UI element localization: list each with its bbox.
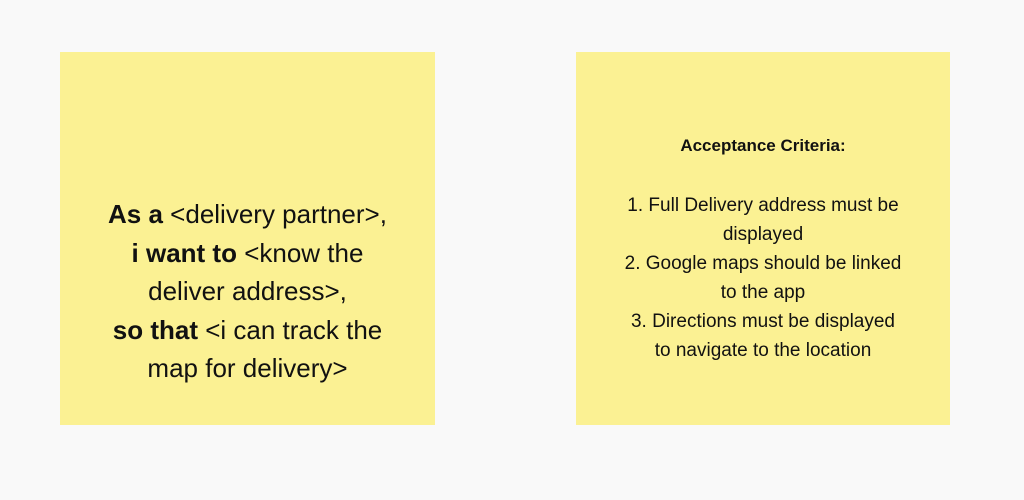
criterion-line: to navigate to the location [654, 340, 872, 361]
benefit-keyword: so that [112, 314, 198, 345]
acceptance-criteria-title: Acceptance Criteria: [680, 136, 846, 155]
criterion-line: 1. Full Delivery address must be [627, 195, 899, 216]
want-value-cont: deliver address>, [148, 276, 347, 306]
criterion-line: 2. Google maps should be linked [624, 253, 902, 274]
user-story-sticky-note: As a <delivery partner>, i want to <know… [60, 52, 435, 425]
benefit-value-cont: map for delivery> [147, 353, 348, 383]
criterion-line: displayed [722, 224, 804, 245]
acceptance-criteria-list: 1. Full Delivery address must be display… [576, 191, 950, 365]
criterion-line: to the app [720, 282, 806, 303]
user-story-text: As a <delivery partner>, i want to <know… [60, 195, 435, 388]
criterion-line: 3. Directions must be displayed [630, 311, 895, 332]
want-keyword: i want to [131, 237, 237, 268]
acceptance-criteria-sticky-note: Acceptance Criteria: 1. Full Delivery ad… [576, 52, 950, 425]
role-keyword: As a [108, 199, 163, 229]
role-value: <delivery partner>, [162, 199, 387, 229]
want-value: <know the [236, 237, 364, 268]
benefit-value: <i can track the [197, 314, 383, 345]
